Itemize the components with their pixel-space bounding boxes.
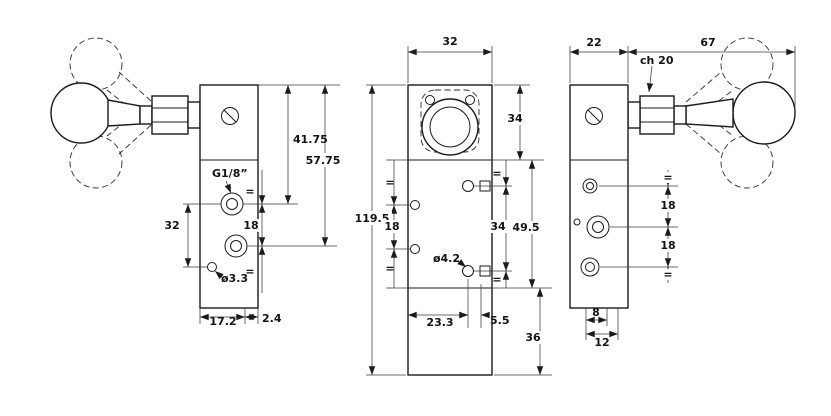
lever-taper [685, 98, 734, 128]
wrench-size-label: ch 20 [640, 54, 674, 67]
body-outline [569, 84, 629, 309]
front-hole-upper-right [462, 180, 474, 192]
screw-head [221, 107, 239, 125]
dim-32-width: 32 [442, 35, 457, 48]
equal-mark-lower: = [663, 268, 672, 281]
lever-ball-knob [732, 81, 796, 145]
equal-mark-upper: = [663, 171, 672, 184]
dashed-knob-up [69, 37, 123, 91]
left-lever-assembly [50, 82, 201, 144]
dim-8: 8 [592, 306, 600, 319]
front-knob [420, 89, 480, 156]
right-extension-lines [569, 46, 796, 340]
dashed-knob-down [720, 135, 774, 189]
flange-bolt-right [465, 95, 475, 105]
hex-nut [639, 95, 675, 135]
dim-34-holes: 34 [490, 220, 506, 233]
dim-18-lower: 18 [660, 239, 675, 252]
dim-49-5: 49.5 [512, 221, 539, 234]
knob-ball-inner [429, 106, 471, 148]
port-2-inner [230, 240, 242, 252]
hole-leader [457, 259, 467, 268]
dim-22: 22 [586, 36, 601, 49]
dim-41-75: 41.75 [293, 133, 328, 146]
lever-shaft [673, 105, 687, 125]
equal-left-upper: = [385, 176, 394, 189]
ch20-leader [646, 65, 654, 93]
screw-slot [587, 109, 601, 123]
dim-119-5: 119.5 [355, 212, 390, 225]
dim-57-75: 57.75 [306, 154, 341, 167]
g18-leader [224, 180, 232, 194]
equal-right-lower: = [492, 273, 501, 286]
right-dimension-labels: 22 67 ch 20 = 18 18 = 8 12 [586, 36, 715, 349]
front-hole-lower-left [410, 244, 420, 254]
dim-5-5: 5.5 [490, 314, 510, 327]
port-thread-label: G1/8” [212, 167, 248, 180]
port-2-outer [586, 215, 610, 239]
equal-left-lower: = [385, 262, 394, 275]
equal-mark-upper: = [245, 185, 254, 198]
dim-67: 67 [700, 36, 715, 49]
port-3-outer [580, 257, 600, 277]
dim-2-4: 2.4 [262, 312, 282, 325]
port-1-inner [226, 198, 238, 210]
lever-shaft [139, 105, 153, 125]
equal-right-upper: = [492, 167, 501, 180]
hole-diameter-label: ø4.2 [433, 252, 460, 265]
front-view: 32 119.5 34 = 34 = 49.5 = 18 = ø4.2 23.3… [352, 35, 552, 376]
dim-12: 12 [594, 336, 609, 349]
dim-32-left: 32 [164, 219, 179, 232]
dim-18-upper: 18 [660, 199, 675, 212]
lever-collar [187, 101, 201, 129]
lever-flange-dashed [420, 89, 480, 153]
hole-diameter-label: ø3.3 [221, 272, 248, 285]
mounting-hole [207, 262, 217, 272]
port-2-inner [592, 221, 604, 233]
dim-34-head: 34 [507, 112, 523, 125]
dashed-knob-down [69, 135, 123, 189]
dim-23-3: 23.3 [426, 316, 453, 329]
equal-mark-lower: = [245, 265, 254, 278]
right-lever-assembly [627, 81, 796, 145]
lever-ball-knob [50, 82, 112, 144]
port-1-inner [586, 182, 594, 190]
dim-18: 18 [243, 219, 258, 232]
screw-slot [223, 109, 237, 123]
hex-nut [151, 95, 189, 135]
right-valve-body [569, 84, 629, 309]
dim-36: 36 [525, 331, 541, 344]
left-valve-body [199, 84, 259, 309]
dim-17-2: 17.2 [209, 315, 236, 328]
lever-collar [627, 101, 641, 129]
left-side-view: G1/8” 41.75 57.75 32 = 18 = ø3.3 17.2 2.… [50, 37, 344, 328]
port-1-outer [582, 178, 598, 194]
hole-leader [214, 270, 224, 280]
front-hole-lower-right [462, 265, 474, 277]
pilot-hole [573, 218, 581, 226]
front-hole-upper-left [410, 200, 420, 210]
lever-taper [107, 99, 141, 127]
screw-head [585, 107, 603, 125]
port-3-inner [585, 262, 595, 272]
right-side-view: 22 67 ch 20 = 18 18 = 8 12 [569, 36, 796, 349]
flange-bolt-left [425, 95, 435, 105]
dim-18-left: 18 [384, 220, 399, 233]
left-dimension-labels: G1/8” 41.75 57.75 32 = 18 = ø3.3 17.2 2.… [164, 133, 344, 328]
front-dimension-labels: 32 119.5 34 = 34 = 49.5 = 18 = ø4.2 23.3… [352, 35, 543, 344]
